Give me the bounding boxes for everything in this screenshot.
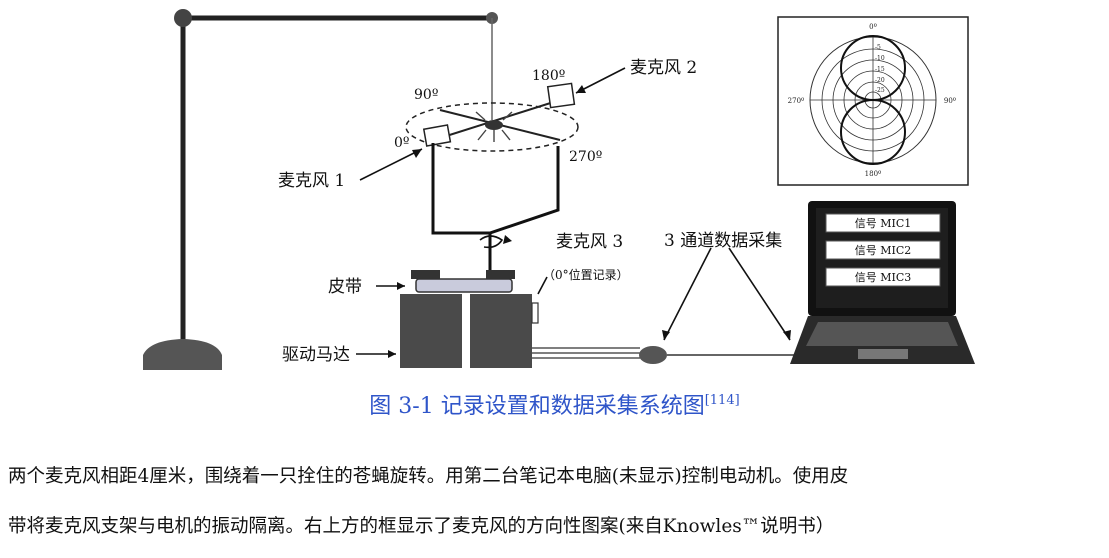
polar-pattern-box	[777, 16, 969, 186]
signal-box-3	[825, 267, 941, 287]
angle-0-label: 0º	[394, 135, 410, 151]
angle-270-label: 270º	[569, 149, 602, 165]
angle-180-label: 180º	[532, 68, 565, 84]
mic3-label: 麦克风 3	[556, 232, 623, 252]
mic2-label: 麦克风 2	[630, 58, 697, 78]
polar-ring-label: -10	[875, 55, 885, 62]
polar-ring-label: -25	[875, 87, 885, 94]
signal-box-1	[825, 213, 941, 233]
polar-ring-label: -20	[875, 77, 885, 84]
laptop-signal-3: 信号 MIC3	[855, 271, 912, 284]
signal-box-2	[825, 240, 941, 260]
polar-label-bottom: 180º	[865, 170, 882, 178]
mic-holder-frame	[431, 143, 560, 235]
body-text-line-1: 两个麦克风相距4厘米，围绕着一只拴住的苍蝇旋转。用第二台笔记本电脑(未显示)控制…	[8, 466, 849, 487]
setup-diagram: 麦克风 1 麦克风 2 麦克风 3 （0°位置记录） 皮带 驱动马达 3 通道数…	[143, 9, 975, 370]
rotation-arrow-icon	[479, 235, 504, 249]
polar-ring-label: -15	[875, 66, 885, 73]
mic3-note: （0°位置记录）	[543, 267, 629, 282]
microphone-1-icon	[422, 124, 452, 147]
motor-label: 驱动马达	[282, 345, 350, 365]
polar-label-right: 90º	[944, 97, 956, 105]
laptop-icon	[790, 201, 975, 364]
belt-label: 皮带	[328, 277, 362, 297]
daq-label: 3 通道数据采集	[664, 231, 782, 251]
polar-ring-label: -5	[875, 44, 881, 51]
laptop-signal-1: 信号 MIC1	[855, 217, 912, 230]
belt	[415, 278, 513, 293]
fly-icon	[475, 111, 513, 142]
angle-90-label: 90º	[414, 87, 438, 103]
motor-assembly	[400, 270, 539, 368]
figure-caption: 图 3-1 记录设置和数据采集系统图[114]	[0, 388, 1109, 420]
polar-label-top: 0º	[869, 23, 877, 31]
stand	[143, 9, 498, 370]
microphone-2-icon	[546, 82, 576, 109]
polar-label-left: 270º	[788, 97, 805, 105]
rotation-path	[405, 102, 579, 152]
caption-text: 图 3-1 记录设置和数据采集系统图	[369, 394, 705, 419]
laptop-signal-2: 信号 MIC2	[855, 244, 912, 257]
caption-reference: [114]	[704, 393, 740, 408]
body-text-line-2: 带将麦克风支架与电机的振动隔离。右上方的框显示了麦克风的方向性图案(来自Know…	[8, 516, 835, 537]
mic1-label: 麦克风 1	[278, 171, 345, 191]
cable-connector	[639, 346, 667, 364]
